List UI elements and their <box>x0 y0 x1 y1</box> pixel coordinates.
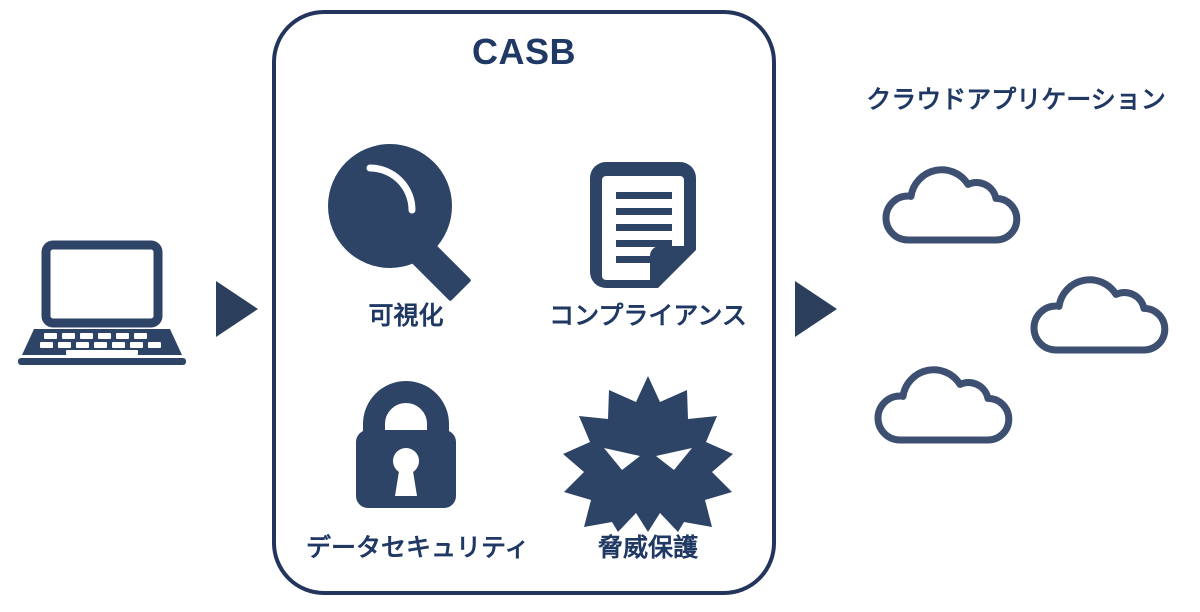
feature-label: 可視化 <box>368 302 444 330</box>
virus-icon <box>548 372 748 532</box>
padlock-icon <box>306 372 506 532</box>
feature-visibility: 可視化 <box>306 140 506 332</box>
laptop-icon <box>14 240 190 367</box>
cloud-icon <box>882 162 1021 248</box>
feature-label: コンプライアンス <box>549 302 747 330</box>
cloud-icon <box>874 362 1013 448</box>
casb-title: CASB <box>471 31 576 72</box>
cloud-icon <box>1030 272 1169 358</box>
magnifier-icon <box>306 140 506 301</box>
feature-compliance: コンプライアンス <box>548 140 748 332</box>
feature-threat-protection: 脅威保護 <box>548 372 748 564</box>
arrow-left-to-casb <box>216 281 258 337</box>
arrow-casb-to-cloud <box>795 281 837 337</box>
feature-data-security: データセキュリティ <box>306 372 530 564</box>
document-icon <box>548 140 748 300</box>
cloud-applications-label: クラウドアプリケーション <box>866 86 1166 114</box>
feature-label: データセキュリティ <box>306 534 530 562</box>
feature-label: 脅威保護 <box>597 534 698 562</box>
